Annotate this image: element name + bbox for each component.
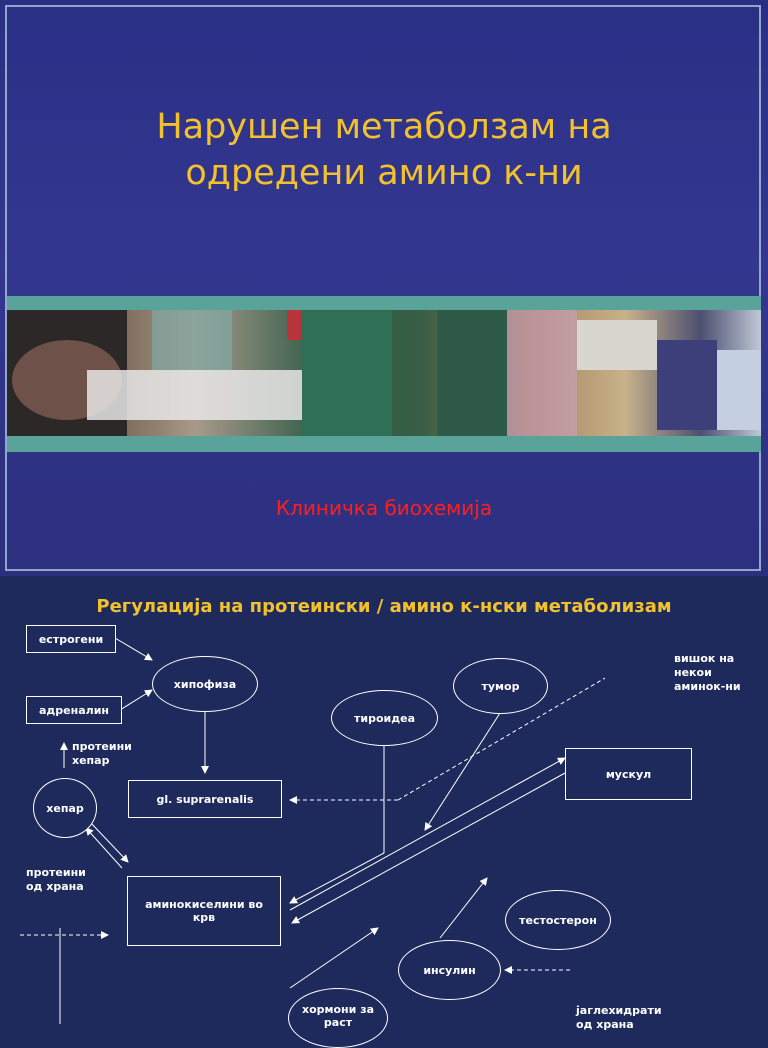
title-line-2: одредени амино к-ни: [185, 153, 583, 193]
node-muskul: мускул: [565, 748, 692, 800]
label-jaglehidrati: јаглехидрати од храна: [576, 1004, 662, 1032]
node-hepar: хепар: [33, 778, 97, 838]
label-visok-line-2: некои: [674, 666, 712, 679]
slide-subtitle: Клиничка биохемија: [275, 496, 493, 520]
node-estrogeni: естрогени: [26, 625, 116, 653]
label-proteini-hrana: протеини од храна: [26, 866, 86, 894]
node-hipofiza: хипофиза: [152, 656, 258, 712]
label-jaglehidrati-line-1: јаглехидрати: [576, 1004, 662, 1017]
node-tumor: тумор: [453, 658, 548, 714]
node-testosteron: тестостерон: [505, 890, 611, 950]
label-proteini-hrana-line-1: протеини: [26, 866, 86, 879]
diagram-arrows: [20, 637, 606, 1024]
arrow-insulin-up: [439, 877, 488, 939]
operating-room-photo: [7, 310, 761, 436]
diagram-slide: Регулација на протеински / амино к-нски …: [0, 578, 768, 1048]
label-visok-line-3: аминок-ни: [674, 680, 741, 693]
arrow-hormoni-aminokiselini: [289, 927, 379, 989]
arrow-aminokiselini-hepar: [85, 827, 123, 869]
label-proteini-hepar-line-1: протеини: [72, 740, 132, 753]
photo-band: [7, 296, 761, 452]
arrow-muskul-aminokiselini: [291, 772, 566, 924]
arrow-hepar-aminokiselini: [89, 821, 129, 863]
dashed-line-visok: [397, 677, 606, 801]
label-proteini-hepar: протеини хепар: [72, 740, 132, 768]
node-insulin: инсулин: [398, 940, 501, 1000]
label-visok-line-1: вишок на: [674, 652, 735, 665]
title-slide: Нарушен метаболзам на одредени амино к-н…: [0, 0, 768, 576]
node-tiroidea: тироидеа: [331, 690, 438, 746]
label-jaglehidrati-line-2: од храна: [576, 1018, 634, 1031]
slide-title: Нарушен метаболзам на одредени амино к-н…: [0, 104, 768, 196]
arrow-tiroidea-aminokiselini: [289, 852, 385, 904]
label-visok: вишок на некои аминок-ни: [674, 652, 741, 694]
label-proteini-hepar-line-2: хепар: [72, 754, 110, 767]
label-proteini-hrana-line-2: од храна: [26, 880, 84, 893]
arrow-tumor-muskul: [424, 712, 501, 831]
slide-frame: [5, 5, 761, 571]
node-aminokiselini: аминокиселини во крв: [127, 876, 281, 946]
node-adrenalin: адреналин: [26, 696, 122, 724]
arrow-aminokiselini-muskul: [289, 757, 566, 911]
node-suprarenalis: gl. suprarenalis: [128, 780, 282, 818]
arrow-adrenalin-hipofiza: [119, 689, 153, 711]
node-hormoni: хормони за раст: [288, 988, 388, 1048]
arrow-estrogeni-hipofiza: [114, 637, 153, 661]
title-line-1: Нарушен метаболзам на: [156, 107, 612, 147]
photo-illustration: [7, 310, 761, 436]
diagram-title: Регулација на протеински / амино к-нски …: [96, 596, 672, 617]
